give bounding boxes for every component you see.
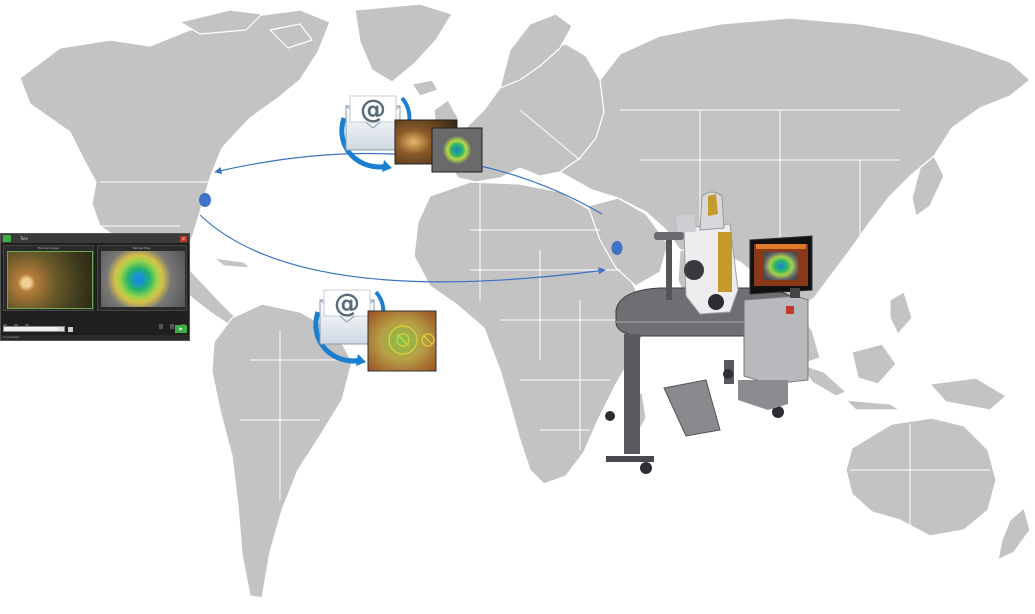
viewer-panes: Fundus Image Retinal Map: [3, 245, 187, 311]
oct-map-ring: [447, 140, 467, 160]
region-scandinavia: [499, 13, 573, 89]
island-philippines: [889, 291, 913, 335]
oct-map-image: [100, 251, 185, 307]
continent-south-america: [211, 303, 353, 599]
continent-africa: [413, 181, 651, 485]
email-packet-bottom: @: [313, 289, 437, 372]
close-icon[interactable]: ✕: [180, 235, 187, 242]
island-new-guinea: [929, 377, 1007, 411]
island-borneo: [851, 343, 897, 385]
device-leg-left: [624, 334, 640, 454]
continent-north-america: [19, 9, 331, 263]
oct-pane-label: Retinal Map: [132, 246, 151, 250]
thumbnail-treatment-plan: [367, 310, 437, 372]
viewer-option-checkbox[interactable]: [68, 326, 73, 332]
svg-text:@: @: [334, 289, 360, 319]
viewer-titlebar: Tele ✕: [1, 234, 189, 243]
island-java: [845, 399, 901, 411]
island-japan: [911, 155, 945, 217]
island-arctic-1: [179, 9, 263, 35]
viewer-title: Tele: [20, 236, 28, 241]
svg-text:@: @: [360, 95, 386, 125]
treatment-target-center: [396, 333, 410, 347]
app-logo-icon: [3, 235, 11, 242]
island-iceland: [411, 79, 439, 97]
island-arctic-2: [269, 23, 313, 49]
fundus-image: [7, 251, 93, 309]
fundus-pane-label: Fundus Image: [37, 246, 59, 250]
node-middle-east: [611, 241, 623, 255]
node-usa-east-coast: [199, 193, 211, 207]
device-cabinet: [743, 295, 809, 385]
viewer-controls: ▶: [3, 324, 187, 334]
oct-map-center: [442, 135, 472, 165]
route-arc-to-middle-east: [199, 214, 606, 283]
treatment-target-ring: [388, 325, 418, 355]
treatment-target-slash: [396, 333, 410, 347]
oct-pane[interactable]: Retinal Map: [96, 245, 187, 311]
island-new-zealand: [997, 507, 1031, 561]
viewer-tool-button-4[interactable]: [158, 324, 163, 329]
send-button[interactable]: ▶: [175, 325, 187, 333]
device-foot-pedal: [663, 379, 721, 437]
island-sumatra: [799, 363, 847, 397]
ophthalmic-laser-device: [605, 191, 813, 474]
island-cuba: [213, 257, 251, 269]
treatment-marker: [421, 333, 435, 347]
viewer-button-row: [3, 314, 187, 329]
transfer-progress-bar: [3, 326, 65, 332]
treatment-marker-slash: [423, 335, 433, 345]
fundus-pane[interactable]: Fundus Image: [3, 245, 94, 311]
remote-viewer-window[interactable]: Tele ✕ Fundus Image Retinal Map ▶ Connec…: [0, 233, 190, 341]
email-at-icon: @: [339, 95, 412, 172]
email-packet-top: @: [339, 95, 483, 173]
email-at-icon-2: @: [313, 289, 386, 366]
continent-australia: [845, 417, 997, 537]
device-monitor: [749, 235, 813, 298]
viewer-tool-button-5[interactable]: [169, 324, 174, 329]
island-greenland: [354, 3, 453, 83]
viewer-statusbar: Connected: [1, 335, 189, 340]
